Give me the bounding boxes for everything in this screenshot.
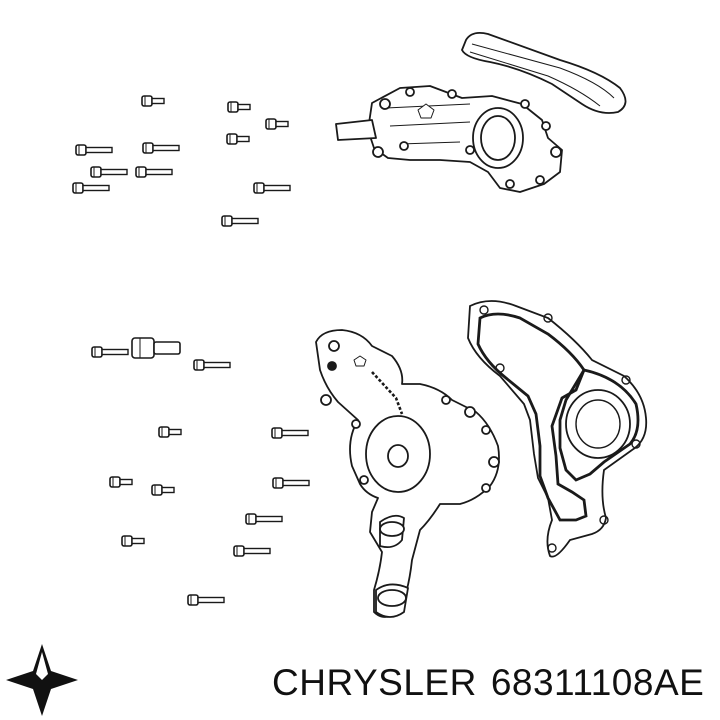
chrysler-pentastar-icon	[6, 644, 78, 716]
bolt-set-upper	[72, 95, 291, 227]
water-pump-gasket	[467, 300, 648, 558]
bolt-set-lower	[91, 346, 310, 606]
water-pump	[315, 329, 500, 618]
upper-gasket	[461, 31, 627, 114]
thermostat-housing	[335, 85, 563, 193]
stud-bolt	[131, 337, 181, 359]
part-number: 68311108AE	[490, 662, 705, 703]
part-caption: CHRYSLER 68311108AE	[272, 662, 704, 704]
brand-name: CHRYSLER	[272, 662, 477, 703]
